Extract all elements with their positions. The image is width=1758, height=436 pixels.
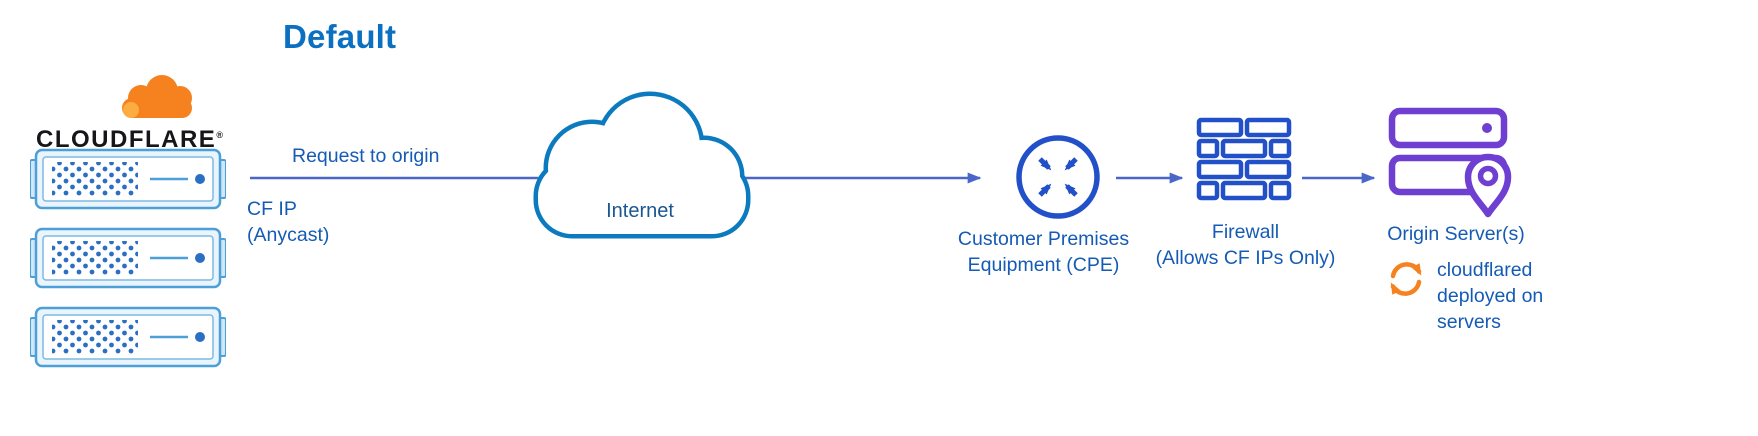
request-to-origin-label: Request to origin xyxy=(292,145,440,167)
edge-server-icon xyxy=(30,148,226,210)
edge-server-icon xyxy=(30,306,226,368)
anycast-line: (Anycast) xyxy=(247,224,330,246)
cpe-label: Customer Premises Equipment (CPE) xyxy=(941,226,1146,278)
registered-mark: ® xyxy=(216,130,225,140)
cloudflare-wordmark-text: CLOUDFLARE xyxy=(36,126,217,153)
firewall-label-line2: (Allows CF IPs Only) xyxy=(1155,247,1336,269)
origin-server-icon xyxy=(1388,107,1512,218)
firewall-label-line1: Firewall xyxy=(1211,221,1280,243)
cloudflare-cloud-icon xyxy=(122,75,192,118)
internet-cloud-icon xyxy=(533,91,751,239)
cf-ip-line: CF IP xyxy=(247,198,297,220)
cloudflared-label-line2: deployed on xyxy=(1437,285,1544,307)
cloudflared-label-line1: cloudflared xyxy=(1437,259,1533,281)
cloudflare-logo: CLOUDFLARE® xyxy=(30,70,240,154)
cloudflared-label: cloudflared deployed on servers xyxy=(1437,257,1543,335)
diagram-title: Default xyxy=(283,18,397,55)
cpe-icon xyxy=(1016,135,1100,219)
internet-label: Internet xyxy=(606,200,674,222)
cloudflared-label-line3: servers xyxy=(1437,311,1501,333)
cpe-label-line1: Customer Premises xyxy=(957,228,1130,250)
firewall-label: Firewall (Allows CF IPs Only) xyxy=(1143,219,1348,271)
firewall-icon xyxy=(1196,117,1292,201)
cloudflared-sync-icon xyxy=(1390,262,1422,296)
edge-server-icon xyxy=(30,227,226,289)
origin-server-label: Origin Server(s) xyxy=(1387,223,1525,245)
cloudflare-wordmark: CLOUDFLARE® xyxy=(36,126,240,154)
cpe-label-line2: Equipment (CPE) xyxy=(967,254,1120,276)
cf-ip-anycast-label: CF IP (Anycast) xyxy=(247,196,329,248)
